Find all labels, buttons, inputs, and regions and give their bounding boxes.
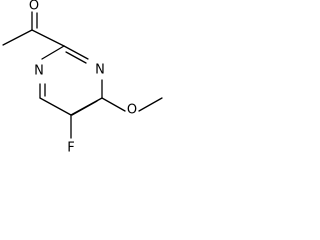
ring-double-bond-c2-n3-inner <box>65 51 87 64</box>
ring-bond-c2-n3 <box>63 45 89 60</box>
fluorine-label: F <box>67 141 74 156</box>
ring-double-bond-c4-c5-inner <box>71 100 98 116</box>
ring-nitrogen-left-label: N <box>34 64 44 79</box>
chemical-structure: O N N O F <box>2 0 163 156</box>
carbonyl-ring-bond <box>31 29 65 47</box>
ring-methoxy-bond <box>101 97 126 112</box>
ring-bond-c5-c6 <box>39 97 72 116</box>
ring-bond-n1-c2 <box>41 45 65 60</box>
carbonyl-oxygen-label: O <box>29 0 39 14</box>
methyl-carbonyl-bond <box>2 29 33 46</box>
methoxy-methyl-bond <box>138 97 163 112</box>
ring-nitrogen-right-label: N <box>95 63 105 78</box>
methoxy-oxygen-label: O <box>127 103 137 118</box>
